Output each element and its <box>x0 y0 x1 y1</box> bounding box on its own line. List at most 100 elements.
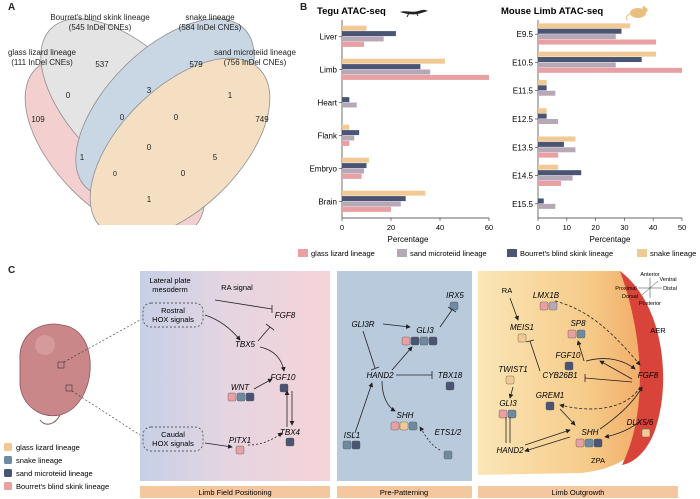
gene-shhb: SHH <box>582 428 599 437</box>
gene-gli3b: GLI3 <box>499 399 517 408</box>
tegu-bar <box>342 168 365 174</box>
tegu-x-tick-label: 40 <box>436 223 444 232</box>
legend-c-label-sand: sand microteiid lineage <box>16 469 93 478</box>
rostral-hox-label: HOX signals <box>152 315 194 324</box>
tegu-x-label: Percentage <box>388 235 429 244</box>
zpa-label: ZPA <box>591 456 605 465</box>
gene-lmx1b: LMX1B <box>533 291 560 300</box>
legend-label-skink: Bourret's blind skink lineage <box>520 249 613 258</box>
gene-isl1: ISL1 <box>344 431 360 440</box>
tegu-chart-title: Tegu ATAC-seq <box>317 6 386 17</box>
tegu-bar <box>342 201 401 207</box>
mouse-bar <box>538 34 616 40</box>
stage-label-outgrowth: Limb Outgrowth <box>552 488 605 497</box>
gene-fgf10b: FGF10 <box>556 351 581 360</box>
mouse-bar <box>538 108 547 114</box>
aer-ridge <box>620 271 664 465</box>
tegu-bar <box>342 58 445 64</box>
gene-sp8: SP8 <box>570 319 586 328</box>
mouse-bar <box>538 85 547 91</box>
tegu-category-label: Liver <box>320 33 338 42</box>
gene-gli3: GLI3 <box>416 326 434 335</box>
gene-meis1: MEIS1 <box>510 323 534 332</box>
gene-wnt: WNT <box>231 383 250 392</box>
tegu-bar <box>342 25 367 31</box>
mouse-bar <box>538 198 544 204</box>
mouse-bar <box>538 90 556 96</box>
caudal-hox-label: HOX signals <box>152 439 194 448</box>
tegu-bar <box>342 206 391 212</box>
stage-label-prepatterning: Pre-Patterning <box>380 488 428 497</box>
tegu-bar <box>342 102 357 108</box>
tegu-bar <box>342 74 489 80</box>
venn-count-sand: (756 InDel CNEs) <box>224 58 287 67</box>
venn-region: 0 <box>66 91 71 100</box>
stage3-bg <box>478 271 660 475</box>
legend-swatch-glass <box>298 249 308 257</box>
tegu-category-label: Embryo <box>309 165 337 174</box>
panel-a-label: A <box>8 2 16 13</box>
venn-region: 579 <box>189 60 203 69</box>
venn-count-glass: (111 InDel CNEs) <box>11 58 73 67</box>
mouse-bar <box>538 164 559 170</box>
stage2-swatches <box>342 301 459 460</box>
venn-region: 3 <box>147 86 152 95</box>
stage-bar-1 <box>140 486 330 498</box>
gene-pitx1: PITX1 <box>229 436 251 445</box>
mouse-category-label: E10.5 <box>512 58 533 67</box>
mouse-bar <box>538 39 657 45</box>
legend-label-glass: glass lizard lineage <box>311 249 375 258</box>
lateral-plate-label: Lateral plate <box>149 276 190 285</box>
mouse-bar <box>538 136 576 142</box>
legend-swatch-snake <box>637 249 647 257</box>
axis-compass: Anterior Posterior Proximal Distal Dorsa… <box>615 272 677 307</box>
tegu-bar <box>342 41 365 47</box>
tegu-bar <box>342 173 362 179</box>
legend-c-swatch-glass <box>4 443 12 451</box>
legend-label-snake: snake lineage <box>650 249 696 258</box>
mouse-category-label: E14.5 <box>512 172 533 181</box>
tegu-category-label: Limb <box>320 66 338 75</box>
mouse-icon <box>625 6 648 21</box>
gene-shh: SHH <box>397 411 414 420</box>
lizard-icon <box>400 9 428 18</box>
tegu-bar <box>342 31 396 37</box>
mouse-bar <box>538 67 682 73</box>
venn-title-sand: sand microteiid lineage <box>214 48 296 57</box>
gene-fgf8b: FGF8 <box>638 371 659 380</box>
mouse-category-label: E12.5 <box>512 115 533 124</box>
mouse-bar <box>538 175 573 181</box>
tegu-bar <box>342 124 350 130</box>
tegu-bar <box>342 190 426 196</box>
tegu-x-tick-label: 20 <box>387 223 395 232</box>
mouse-x-tick-label: 30 <box>620 223 628 232</box>
stage1-bg <box>140 271 330 481</box>
aer-label: AER <box>650 326 666 335</box>
stage1-swatches <box>227 383 295 455</box>
ra-label: RA <box>502 286 512 295</box>
venn-set-sand-microteiid <box>89 57 271 225</box>
gene-hand2b: HAND2 <box>496 446 524 455</box>
legend-c: glass lizard lineage snake lineage sand … <box>4 443 109 491</box>
legend-c-label-skink: Bourret's blind skink lineage <box>16 482 109 491</box>
mouse-bar <box>538 79 547 85</box>
gene-dlx56: DLX5/6 <box>627 418 654 427</box>
mouse-bar <box>538 147 576 153</box>
mouse-category-label: E11.5 <box>513 87 534 96</box>
mouse-category-label: E13.5 <box>512 143 533 152</box>
axis-dorsal: Dorsal <box>622 294 638 300</box>
mouse-bar <box>538 28 622 34</box>
legend-b: glass lizard lineage sand microteiid lin… <box>298 249 696 258</box>
tegu-x-tick-label: 0 <box>340 223 344 232</box>
mouse-chart-title: Mouse Limb ATAC-seq <box>501 6 603 17</box>
caudal-label: Caudal <box>161 430 185 439</box>
rostral-hox-box <box>142 302 204 328</box>
venn-region: 1 <box>147 195 152 204</box>
venn-title-glass: glass lizard lineage <box>8 48 77 57</box>
gene-fgf10: FGF10 <box>271 373 296 382</box>
gene-irx5: IRX5 <box>446 291 464 300</box>
tegu-bar <box>342 196 406 202</box>
mouse-x-tick-label: 20 <box>591 223 599 232</box>
